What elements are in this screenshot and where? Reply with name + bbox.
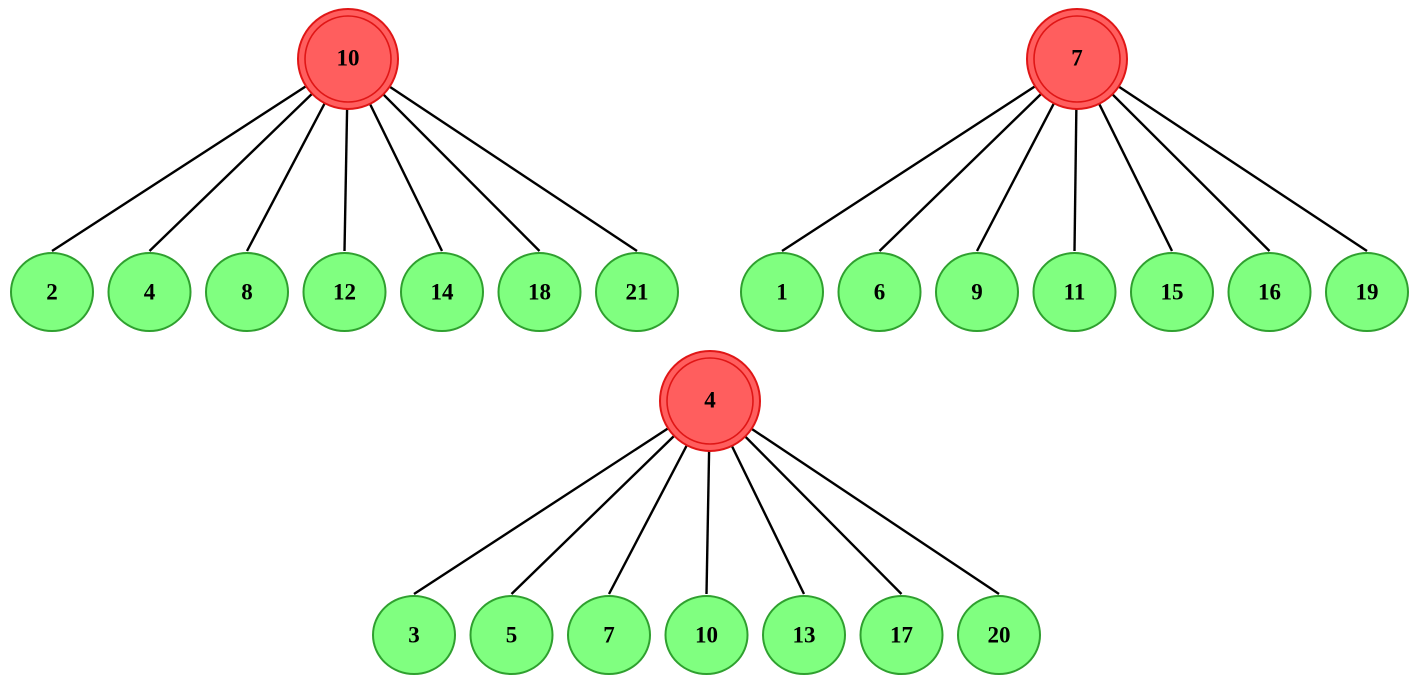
leaf-node-label: 5 — [506, 622, 518, 647]
root-node-label: 4 — [704, 387, 716, 412]
leaf-node: 1 — [740, 252, 824, 332]
root-node-outer-ring — [297, 8, 399, 110]
leaf-node-shape — [372, 595, 456, 675]
leaf-node-label: 9 — [971, 279, 983, 304]
leaf-node-label: 8 — [241, 279, 253, 304]
leaf-node: 12 — [302, 252, 387, 332]
edge-tree3-child-7 — [709, 400, 1000, 595]
leaf-node-label: 18 — [528, 279, 551, 304]
leaf-node: 11 — [1032, 252, 1117, 332]
leaf-node-label: 4 — [144, 279, 156, 304]
edge-tree2-child-7 — [1076, 57, 1368, 253]
edge-tree3-child-1 — [413, 399, 711, 596]
leaf-node-shape — [595, 252, 679, 332]
leaf-node-shape — [957, 595, 1041, 675]
leaf-node-label: 10 — [695, 622, 718, 647]
leaf-node-shape — [567, 595, 651, 675]
leaf-node: 15 — [1130, 252, 1214, 332]
leaf-node-label: 1 — [776, 279, 788, 304]
root-node-inner-ring — [1033, 15, 1121, 103]
leaf-node: 18 — [497, 252, 582, 332]
leaf-node-label: 7 — [603, 622, 615, 647]
root-node-inner-ring — [666, 357, 754, 445]
leaf-node-shape — [837, 252, 922, 332]
leaf-node-shape — [1130, 252, 1214, 332]
leaf-node-label: 6 — [874, 279, 886, 304]
leaf-node-label: 19 — [1356, 279, 1379, 304]
leaf-node-shape — [469, 595, 554, 675]
leaf-node-shape — [762, 595, 846, 675]
leaf-node-shape — [107, 252, 192, 332]
leaf-node-label: 16 — [1258, 279, 1281, 304]
root-node-outer-ring — [659, 350, 761, 452]
leaf-node-shape — [664, 595, 749, 675]
edge-tree1-child-7 — [347, 58, 638, 252]
root-node-label: 10 — [337, 45, 360, 70]
leaf-node: 4 — [107, 252, 192, 332]
leaf-node-label: 12 — [333, 279, 356, 304]
leaf-node: 7 — [567, 595, 651, 675]
leaf-node-shape — [1227, 252, 1312, 332]
leaf-node: 16 — [1227, 252, 1312, 332]
leaf-node: 17 — [859, 595, 944, 675]
root-node: 4 — [659, 350, 761, 452]
leaf-node-shape — [1032, 252, 1117, 332]
root-node-outer-ring — [1026, 8, 1128, 110]
edge-tree2-child-1 — [781, 57, 1078, 253]
leaf-node-label: 2 — [46, 279, 58, 304]
leaf-node-label: 15 — [1161, 279, 1184, 304]
leaf-node-label: 14 — [431, 279, 455, 304]
leaf-node-label: 21 — [626, 279, 649, 304]
leaf-node: 8 — [205, 252, 289, 332]
root-node: 10 — [297, 8, 399, 110]
leaf-node-shape — [497, 252, 582, 332]
leaf-node-shape — [935, 252, 1019, 332]
leaf-node-shape — [205, 252, 289, 332]
leaf-node-label: 3 — [408, 622, 420, 647]
edge-tree1-child-1 — [51, 57, 349, 253]
leaf-node: 21 — [595, 252, 679, 332]
leaf-node: 6 — [837, 252, 922, 332]
leaf-node-label: 11 — [1064, 279, 1086, 304]
leaf-node: 2 — [10, 252, 94, 332]
leaf-node-shape — [1325, 252, 1409, 332]
root-node-inner-ring — [304, 15, 392, 103]
leaf-node: 9 — [935, 252, 1019, 332]
leaf-node: 10 — [664, 595, 749, 675]
leaf-node-label: 13 — [793, 622, 816, 647]
leaf-node: 13 — [762, 595, 846, 675]
leaf-node: 5 — [469, 595, 554, 675]
leaf-node: 20 — [957, 595, 1041, 675]
root-node-label: 7 — [1071, 45, 1083, 70]
leaf-node-shape — [10, 252, 94, 332]
leaf-node-shape — [859, 595, 944, 675]
leaf-node-label: 17 — [890, 622, 913, 647]
leaf-node-label: 20 — [988, 622, 1011, 647]
leaf-node: 3 — [372, 595, 456, 675]
root-node: 7 — [1026, 8, 1128, 110]
leaf-node: 14 — [400, 252, 484, 332]
leaf-node-shape — [740, 252, 824, 332]
leaf-node: 19 — [1325, 252, 1409, 332]
leaf-node-shape — [302, 252, 387, 332]
leaf-node-shape — [400, 252, 484, 332]
